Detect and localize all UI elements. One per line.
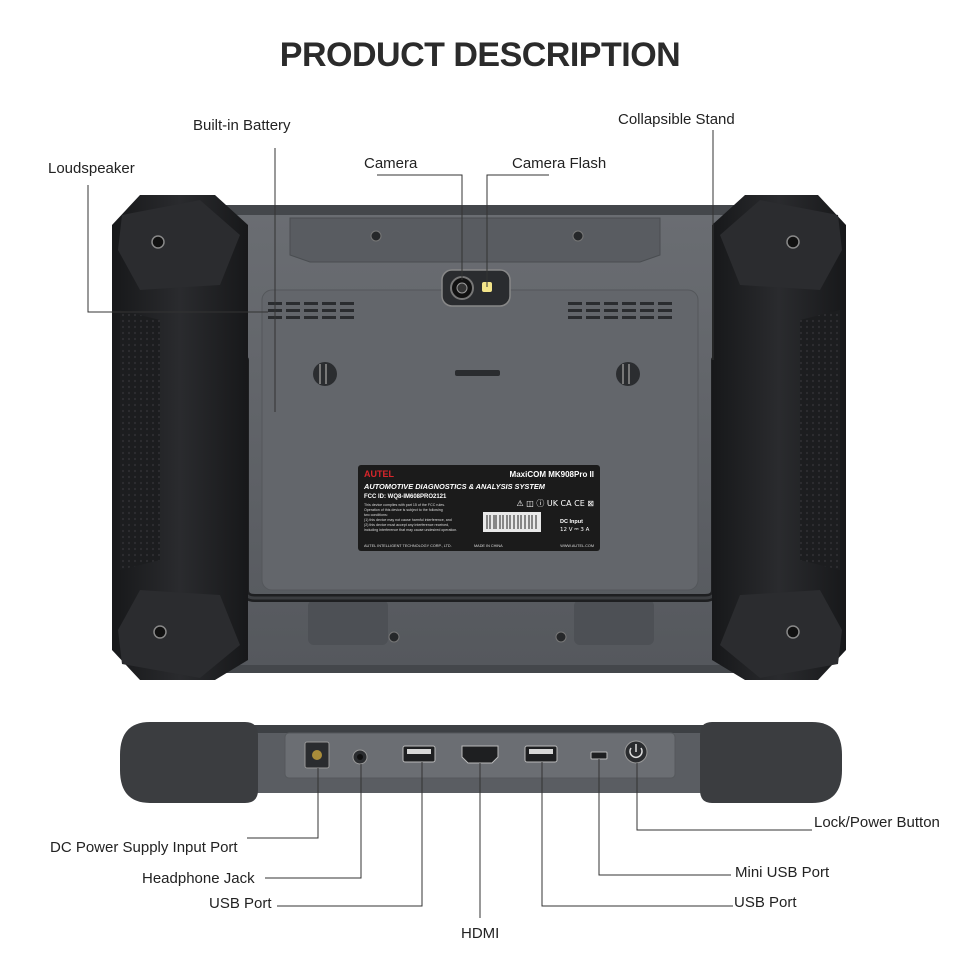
stand-latch (455, 370, 500, 376)
callout-hdmi: HDMI (461, 925, 500, 942)
label-system: AUTOMOTIVE DIAGNOSTICS & ANALYSIS SYSTEM (363, 482, 546, 491)
loudspeaker-grille-left (268, 302, 354, 319)
headphone-jack-port (352, 749, 368, 765)
label-brand: AUTEL (364, 469, 394, 479)
label-fcc-text-6: including interference that may cause un… (364, 528, 457, 532)
callout-camera: Camera (364, 155, 418, 172)
label-fcc-text-1: This device complies with part 15 of the… (364, 503, 445, 507)
callout-mini-usb-port: Mini USB Port (735, 864, 830, 881)
label-made-in: MADE IN CHINA (474, 544, 503, 548)
callout-loudspeaker: Loudspeaker (48, 160, 135, 177)
label-fcc-text-2: Operation of this device is subject to t… (364, 508, 443, 512)
callout-headphone-jack: Headphone Jack (142, 870, 255, 887)
label-dc-value: 12 V ⎓ 3 A (560, 527, 590, 533)
hdmi-port (461, 745, 499, 764)
callout-collapsible-stand: Collapsible Stand (618, 111, 735, 128)
bumper-screws (151, 235, 800, 639)
callout-camera-flash: Camera Flash (512, 155, 607, 172)
usb-port-right (524, 745, 558, 763)
label-fcc-id: FCC ID: WQ8-IM608PRO2121 (364, 494, 447, 500)
callout-lock-power-button: Lock/Power Button (814, 814, 940, 831)
label-fcc-text-3: two conditions: (364, 513, 388, 517)
bumper-left (112, 195, 248, 680)
label-fcc-text-5: (2) this device must accept any interfer… (364, 523, 449, 527)
callout-dc-power-supply-input-port: DC Power Supply Input Port (50, 839, 238, 856)
mini-usb-port (590, 751, 608, 760)
loudspeaker-grille-right (568, 302, 672, 319)
label-website: WWW.AUTEL.COM (560, 544, 594, 548)
callout-leader-lines (87, 130, 812, 918)
label-model: MaxiCOM MK908Pro II (510, 470, 594, 479)
callout-usb-port-left: USB Port (209, 895, 272, 912)
label-cert-marks: ⚠ ◫ ⓘ UK CA CE ⊠ (517, 499, 595, 508)
stand-hinge-left (313, 362, 337, 386)
bumper-right (712, 195, 846, 680)
stand-hinge-right (616, 362, 640, 386)
camera-module (441, 269, 511, 307)
dc-power-port (304, 741, 330, 769)
callout-built-in-battery: Built-in Battery (193, 117, 291, 134)
usb-port-left (402, 745, 436, 763)
page-title: PRODUCT DESCRIPTION (279, 36, 681, 74)
callout-usb-port-right: USB Port (734, 894, 797, 911)
lock-power-button (624, 740, 648, 764)
label-company: AUTEL INTELLIGENT TECHNOLOGY CORP., LTD. (364, 544, 452, 548)
label-fcc-text-4: (1) this device may not cause harmful in… (364, 518, 452, 522)
product-label: AUTEL MaxiCOM MK908Pro II AUTOMOTIVE DIA… (358, 465, 600, 551)
label-dc-input: DC Input (560, 519, 583, 525)
